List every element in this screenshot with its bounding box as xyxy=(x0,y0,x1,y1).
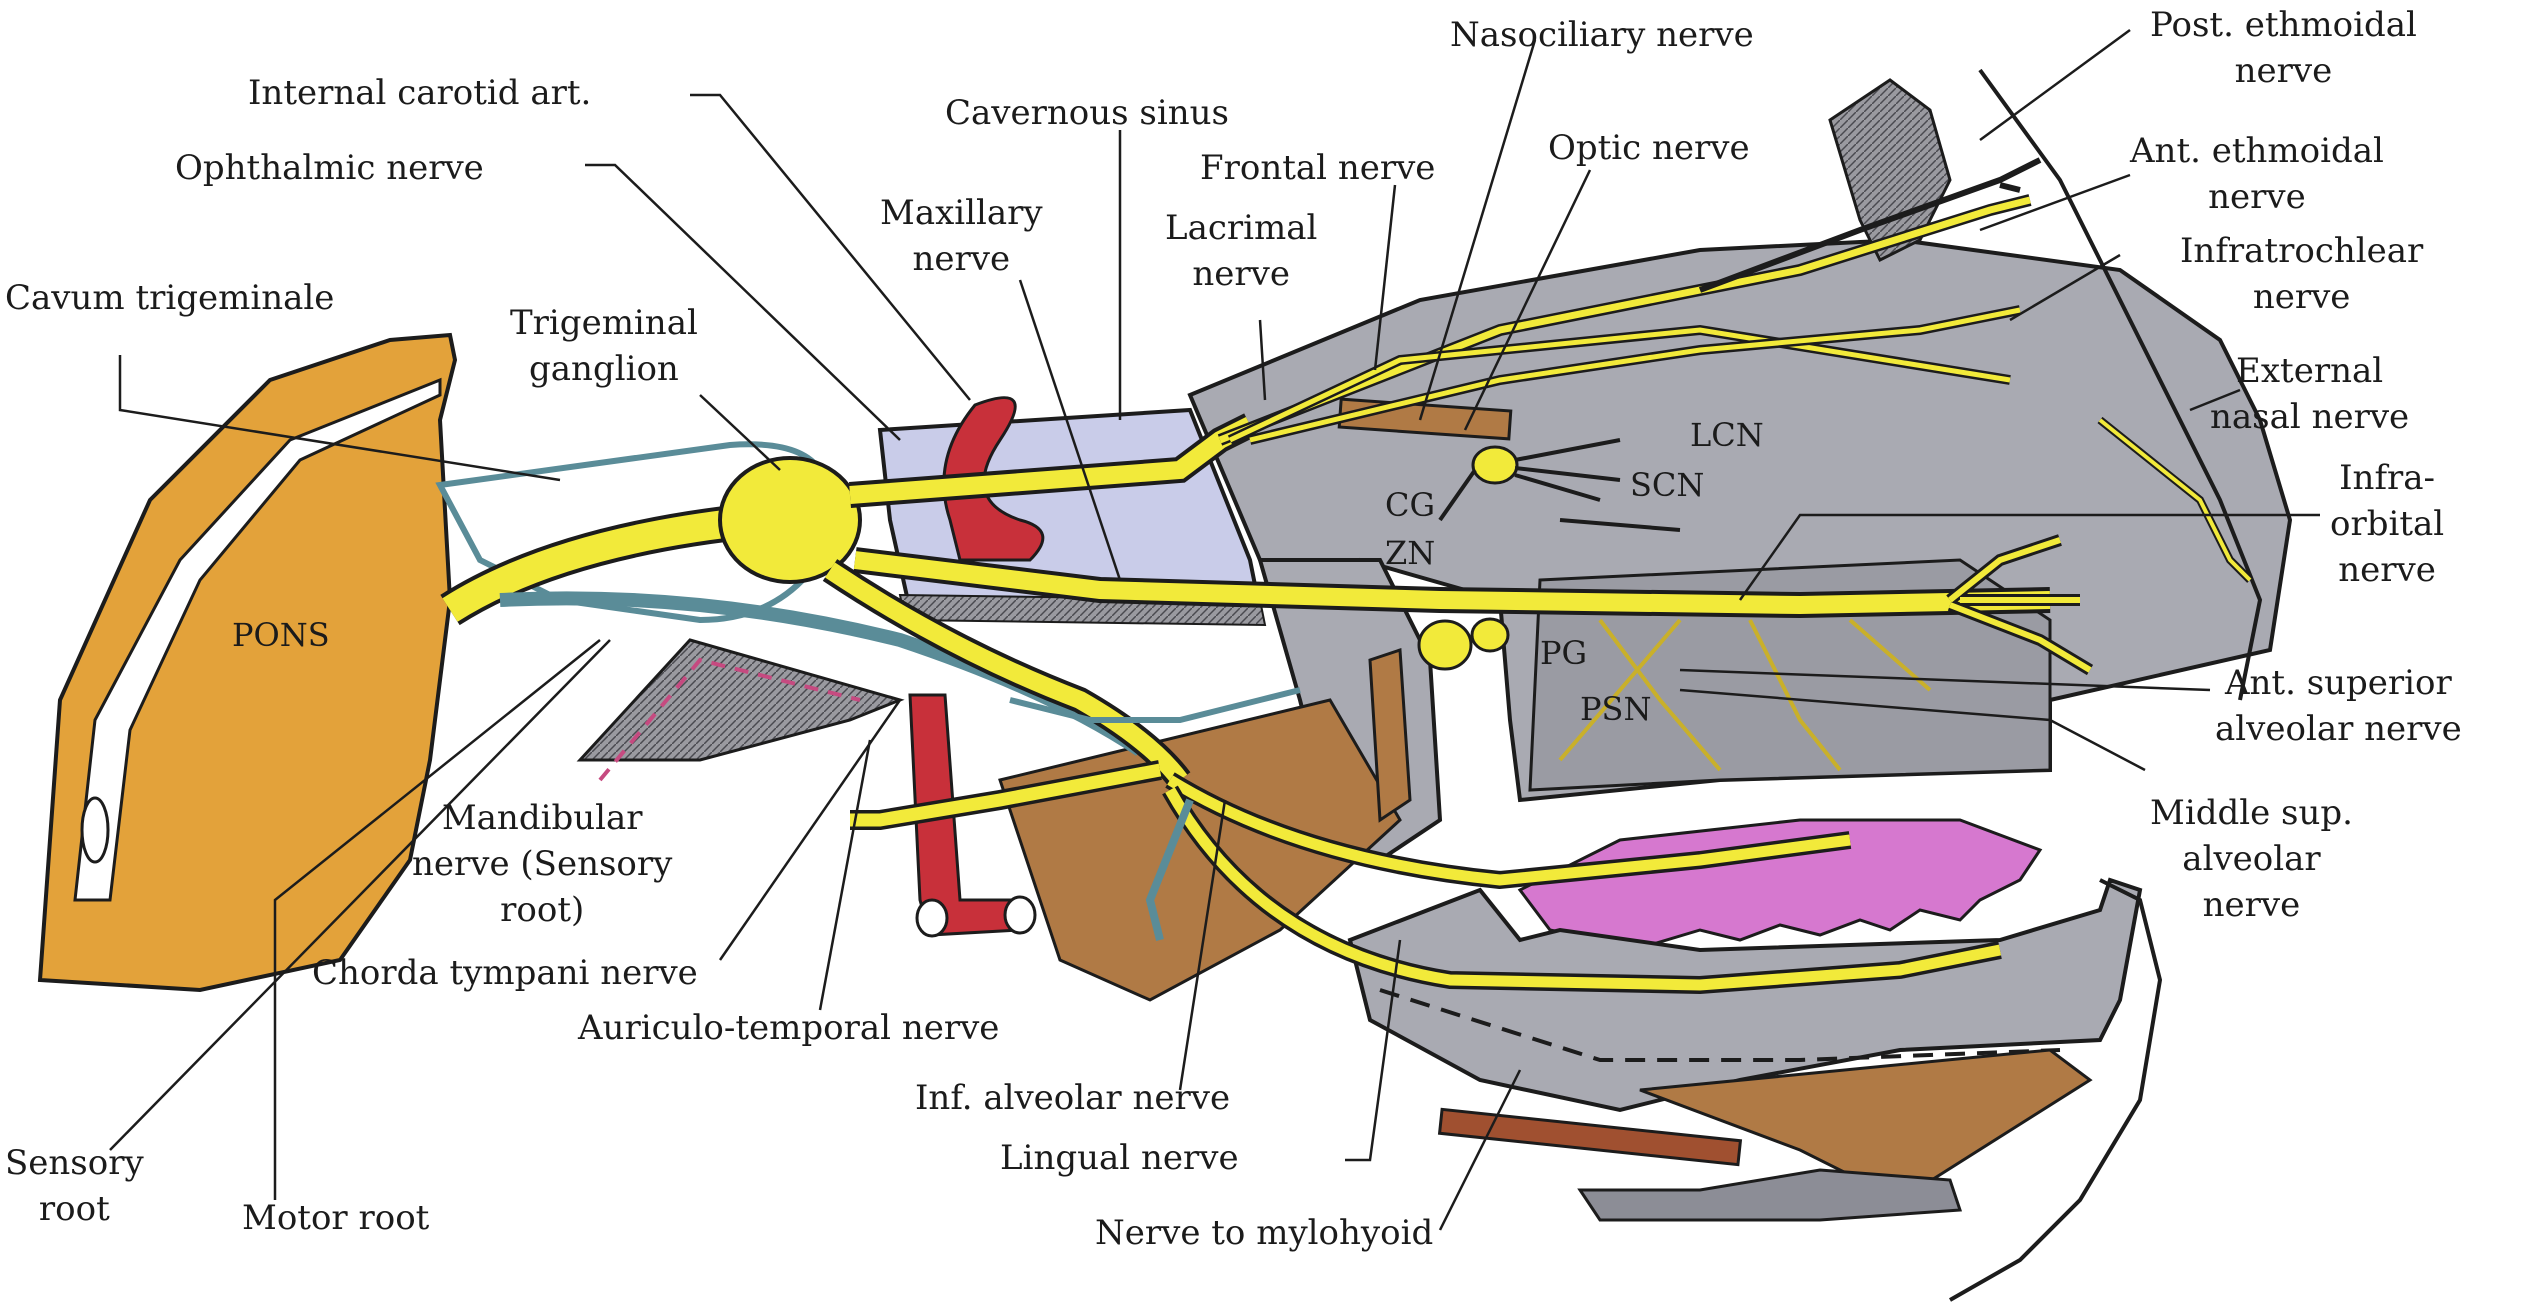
label-internal-carotid-artery: Internal carotid art. xyxy=(248,70,591,116)
label-line: External xyxy=(2210,348,2409,394)
pg-secondary xyxy=(1472,619,1508,651)
label-ophthalmic-nerve: Ophthalmic nerve xyxy=(175,145,484,191)
label-line: alveolar xyxy=(2150,836,2353,882)
label-inf-alveolar-nerve: Inf. alveolar nerve xyxy=(915,1075,1230,1121)
stylohyoid-bar xyxy=(1440,1109,1741,1164)
label-ant-superior-alveolar-nerve: Ant. superior alveolar nerve xyxy=(2215,660,2462,752)
label-auriculo-temporal-nerve: Auriculo-temporal nerve xyxy=(578,1005,999,1051)
label-motor-root: Motor root xyxy=(242,1195,429,1241)
label-cg: CG xyxy=(1385,482,1435,528)
label-zn: ZN xyxy=(1385,530,1435,576)
label-line: Ant. superior xyxy=(2215,660,2462,706)
label-line: root xyxy=(5,1186,144,1232)
label-maxillary-nerve: Maxillary nerve xyxy=(880,190,1043,282)
label-line: alveolar nerve xyxy=(2215,706,2462,752)
label-lingual-nerve: Lingual nerve xyxy=(1000,1135,1239,1181)
label-nasociliary-nerve: Nasociliary nerve xyxy=(1450,12,1754,58)
pons-foramen xyxy=(82,798,108,862)
label-middle-sup-alveolar-nerve: Middle sup. alveolar nerve xyxy=(2150,790,2353,928)
artery-end-left xyxy=(917,900,947,936)
label-lacrimal-nerve: Lacrimal nerve xyxy=(1165,205,1317,297)
label-cavum-trigeminale: Cavum trigeminale xyxy=(5,275,334,321)
label-sensory-root: Sensory root xyxy=(5,1140,144,1232)
label-frontal-nerve: Frontal nerve xyxy=(1200,145,1435,191)
label-lcn: LCN xyxy=(1690,412,1764,458)
label-line: ganglion xyxy=(510,346,698,392)
label-trigeminal-ganglion: Trigeminal ganglion xyxy=(510,300,698,392)
label-line: Maxillary xyxy=(880,190,1043,236)
label-psn: PSN xyxy=(1580,686,1651,732)
hyoid-bone xyxy=(1580,1170,1960,1220)
label-line: Middle sup. xyxy=(2150,790,2353,836)
label-line: Mandibular xyxy=(412,795,672,841)
label-line: nerve xyxy=(2150,48,2417,94)
pterygopalatine-ganglion xyxy=(1419,621,1471,669)
label-cavernous-sinus: Cavernous sinus xyxy=(945,90,1229,136)
label-ant-ethmoidal-nerve: Ant. ethmoidal nerve xyxy=(2130,128,2384,220)
label-line: Ant. ethmoidal xyxy=(2130,128,2384,174)
label-optic-nerve: Optic nerve xyxy=(1548,125,1750,171)
label-line: nerve xyxy=(2330,547,2444,593)
tongue xyxy=(1520,820,2040,945)
label-scn: SCN xyxy=(1630,462,1704,508)
label-pons: PONS xyxy=(232,612,330,658)
label-line: nerve xyxy=(2180,274,2423,320)
label-line: Sensory xyxy=(5,1140,144,1186)
label-line: Infratrochlear xyxy=(2180,228,2423,274)
label-line: Trigeminal xyxy=(510,300,698,346)
label-line: Post. ethmoidal xyxy=(2150,2,2417,48)
label-mandibular-nerve: Mandibular nerve (Sensory root) xyxy=(412,795,672,933)
label-external-nasal-nerve: External nasal nerve xyxy=(2210,348,2409,440)
label-pg: PG xyxy=(1540,630,1587,676)
label-infratrochlear-nerve: Infratrochlear nerve xyxy=(2180,228,2423,320)
label-line: Infra- xyxy=(2330,455,2444,501)
label-line: orbital xyxy=(2330,501,2444,547)
label-chorda-tympani-nerve: Chorda tympani nerve xyxy=(312,950,698,996)
label-line: nerve xyxy=(2130,174,2384,220)
label-line: nasal nerve xyxy=(2210,394,2409,440)
label-infraorbital-nerve: Infra- orbital nerve xyxy=(2330,455,2444,593)
label-line: Lacrimal xyxy=(1165,205,1317,251)
label-line: nerve xyxy=(1165,251,1317,297)
label-line: nerve xyxy=(2150,882,2353,928)
label-post-ethmoidal-nerve: Post. ethmoidal nerve xyxy=(2150,2,2417,94)
label-line: nerve (Sensory xyxy=(412,841,672,887)
artery-end-right xyxy=(1005,897,1035,933)
ciliary-ganglion xyxy=(1473,447,1517,483)
label-line: nerve xyxy=(880,236,1043,282)
label-line: root) xyxy=(412,887,672,933)
label-nerve-to-mylohyoid: Nerve to mylohyoid xyxy=(1095,1210,1433,1256)
